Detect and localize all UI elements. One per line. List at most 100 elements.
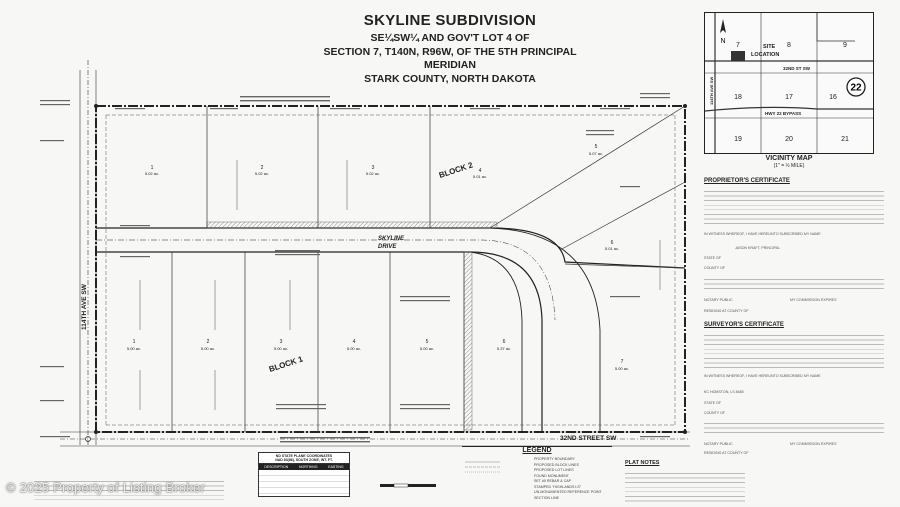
state-line: STATE OF [704, 256, 722, 260]
coordinate-table: ND STATE PLANE COORDINATES NAD 83(86), S… [258, 452, 350, 497]
lot-area: 5.02 ac. [255, 171, 269, 176]
route-number: 22 [850, 83, 862, 94]
legend-heading: LEGEND [522, 447, 552, 454]
vm-avenue-label: 114TH AVE SW [709, 77, 714, 105]
lot-area: 5.00 ac. [347, 346, 361, 351]
section-label: 9 [843, 42, 847, 49]
title-line-2: SECTION 7, T140N, R96W, OF THE 5TH PRINC… [323, 46, 577, 71]
section-label: 16 [829, 94, 837, 101]
title-line-3: STARK COUNTY, NORTH DAKOTA [364, 73, 536, 85]
surveyor-witness: IN WITNESS WHEREOF, I HAVE HEREUNTO SUBS… [704, 374, 821, 378]
avenue-label: 114TH AVE SW [81, 283, 88, 330]
legend-item: UN-MONUMENTED REFERENCE POINT [534, 490, 602, 494]
vicinity-map-label: VICINITY MAP [765, 155, 813, 162]
proprietor-heading: PROPRIETOR'S CERTIFICATE [704, 178, 790, 184]
lot-area: 5.01 ac. [473, 174, 487, 179]
lot-area: 5.00 ac. [615, 366, 629, 371]
surveyor-name: KC HOMSTON, LS 8485 [704, 390, 744, 394]
legal-description [34, 478, 224, 504]
vm-street-label: 32ND ST SW [783, 66, 811, 71]
lot-number: 2 [261, 165, 264, 171]
legend-item: PROPERTY BOUNDARY [534, 457, 575, 461]
proprietor-text [704, 188, 884, 228]
monument-icon [683, 430, 687, 434]
site-label: SITE [763, 44, 776, 50]
lot-number: 6 [611, 240, 614, 246]
plat-drawing: 114TH AVE SW 32ND STREET SW SKYLINE DRIV… [40, 60, 690, 488]
commission-label: MY COMMISSION EXPIRES [790, 298, 837, 302]
monument-icon [94, 104, 98, 108]
section-corner-icon [85, 436, 91, 442]
notary-label: NOTARY PUBLIC [704, 298, 733, 302]
title-block: SKYLINE SUBDIVISION SE¼SW¼ AND GOV'T LOT… [300, 12, 600, 86]
svg-text:N: N [720, 38, 725, 45]
legend-item: PROPOSED LOT LINES [534, 468, 574, 472]
lot-number: 4 [353, 339, 356, 345]
coord-heading: ND STATE PLANE COORDINATES NAD 83(86), S… [259, 453, 349, 464]
section-label: 21 [841, 136, 849, 143]
title-line-1: SE¼SW¼ AND GOV'T LOT 4 OF [370, 32, 530, 44]
north-arrow-icon: N [720, 19, 726, 45]
subdivision-title: SKYLINE SUBDIVISION [363, 12, 537, 29]
legend-item: SET #5 REBAR & CAP [534, 479, 572, 483]
section-label: 7 [736, 42, 740, 49]
block-1-label: BLOCK 1 [268, 354, 305, 374]
vicinity-map: 22 N 7 8 9 18 17 16 19 20 21 SITE LOCATI… [704, 12, 874, 154]
lot-area: 5.07 ac. [589, 151, 603, 156]
notary-text [704, 276, 884, 292]
scale-bar [380, 461, 500, 488]
legend: LEGEND PROPERTY BOUNDARY PROPOSED BLOCK … [462, 446, 612, 507]
vm-highway-label: HWY 22 BYPASS [765, 111, 801, 116]
drive-label-2: DRIVE [378, 244, 397, 250]
listing-watermark: © 2025 Property of Listing Broker [6, 480, 205, 495]
plat-notes-heading: PLAT NOTES [625, 460, 660, 466]
residing-label: RESIDING AT COUNTY OF [704, 309, 749, 313]
highway-shield-icon [846, 77, 866, 97]
lot-area: 5.01 ac. [605, 246, 619, 251]
coord-col: NORTHING [298, 465, 318, 469]
surveyor-commission: MY COMMISSION EXPIRES [790, 442, 837, 446]
vicinity-map-scale: (1" = ½ MILE) [773, 163, 805, 169]
vicinity-map-drawing: 22 N 7 8 9 18 17 16 19 20 21 SITE LOCATI… [704, 13, 873, 153]
surveyor-county: COUNTY OF [704, 411, 726, 415]
lot-area: 5.02 ac. [366, 171, 380, 176]
surveyor-residing: RESIDING AT COUNTY OF [704, 451, 749, 455]
easement-hatch [463, 251, 473, 431]
section-label: 8 [787, 42, 791, 49]
surveyor-state: STATE OF [704, 401, 722, 405]
coord-col: EASTING [328, 465, 344, 469]
surveyor-heading: SURVEYOR'S CERTIFICATE [704, 322, 784, 328]
lot-number: 1 [151, 165, 154, 171]
coord-col: DESCRIPTION [264, 465, 289, 469]
surveyor-notary: NOTARY PUBLIC [704, 442, 733, 446]
legend-item: SECTION LINE [534, 495, 559, 500]
site-location-marker [731, 51, 745, 61]
lot-area: 5.02 ac. [145, 171, 159, 176]
lot-number: 7 [621, 359, 624, 365]
section-label: 20 [785, 136, 793, 143]
lot-number: 6 [503, 339, 506, 345]
section-label: 17 [785, 94, 793, 101]
monument-icon [683, 104, 687, 108]
legend-item: PROPOSED BLOCK LINES [534, 462, 579, 467]
section-label: 19 [734, 136, 742, 143]
county-line: COUNTY OF [704, 266, 726, 270]
plat-notes-text [625, 470, 745, 504]
surveyor-text [704, 332, 884, 372]
location-label: LOCATION [751, 52, 779, 58]
lot-number: 3 [372, 165, 375, 171]
lot-area: 5.00 ac. [274, 346, 288, 351]
legend-item: FOUND MONUMENT [534, 473, 569, 478]
section-label: 18 [734, 94, 742, 101]
lot-area: 5.00 ac. [127, 346, 141, 351]
lot-number: 5 [595, 144, 598, 150]
lot-number: 4 [479, 168, 482, 174]
surveyor-notary-text [704, 420, 884, 436]
owner-line: JASON KRAFT, PRINCIPAL [735, 246, 781, 250]
witness-line: IN WITNESS WHEREOF, I HAVE HEREUNTO SUBS… [704, 232, 821, 236]
lot-number: 1 [133, 339, 136, 345]
block-2-label: BLOCK 2 [438, 160, 475, 180]
lot-number: 2 [207, 339, 210, 345]
drive-label: SKYLINE [378, 236, 405, 242]
